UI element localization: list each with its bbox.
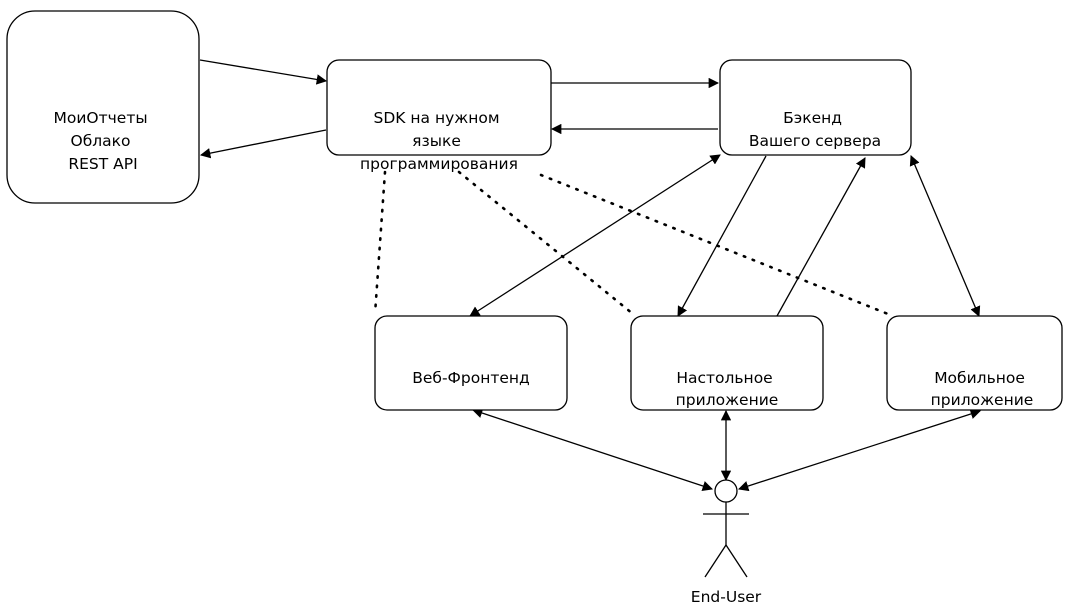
node-sdk: SDK на нужном языке программирования (326, 59, 552, 173)
edge-sdk-web-dotted (373, 170, 387, 316)
end-user-actor: End-User (691, 479, 762, 606)
node-sdk-line-2: языке (412, 132, 461, 150)
node-mobile-line-1: Мобильное (934, 369, 1025, 387)
node-cloud: МоиОтчеты Облако REST API (6, 10, 200, 204)
edge-sdk-to-cloud (199, 129, 327, 159)
node-sdk-line-1: SDK на нужном (374, 109, 500, 127)
node-cloud-line-3: REST API (68, 155, 137, 173)
node-sdk-line-3: программирования (360, 155, 518, 173)
node-mobile-line-2: приложение (931, 391, 1034, 409)
edge-backend-mobile (909, 155, 981, 317)
node-desktop-line-1: Настольное (676, 369, 772, 387)
edge-sdk-desktop-dotted (457, 170, 635, 316)
edge-mobile-user (738, 408, 981, 492)
edge-web-user (472, 408, 713, 491)
actor-right-leg (725, 544, 748, 578)
node-web-line-1: Веб-Фронтенд (412, 369, 530, 387)
edge-backend-to-desktop (677, 155, 767, 317)
node-backend-line-1: Бэкенд (783, 109, 842, 127)
node-backend-line-2: Вашего сервера (749, 132, 881, 150)
edges (199, 59, 981, 492)
actor-left-leg (704, 544, 727, 578)
node-cloud-label: МоиОтчеты Облако REST API (53, 109, 152, 173)
node-desktop-label: Настольное приложение (676, 369, 779, 409)
node-backend: Бэкенд Вашего сервера (719, 59, 912, 156)
node-backend-label: Бэкенд Вашего сервера (749, 109, 881, 150)
node-sdk-label: SDK на нужном языке программирования (360, 109, 518, 173)
edge-cloud-to-sdk (199, 59, 328, 85)
node-desktop-line-2: приложение (676, 391, 779, 409)
edge-backend-web (469, 154, 721, 317)
actor-head (714, 479, 738, 503)
node-web-label: Веб-Фронтенд (412, 369, 530, 387)
node-desktop: Настольное приложение (630, 315, 824, 411)
edge-sdk-mobile-dotted (539, 173, 890, 316)
edge-desktop-to-backend (776, 157, 866, 317)
node-cloud-line-2: Облако (71, 132, 131, 150)
node-web: Веб-Фронтенд (374, 315, 568, 411)
node-cloud-line-1: МоиОтчеты (53, 109, 147, 127)
node-mobile: Мобильное приложение (886, 315, 1063, 411)
actor-label: End-User (691, 588, 762, 606)
node-mobile-label: Мобильное приложение (931, 369, 1034, 409)
